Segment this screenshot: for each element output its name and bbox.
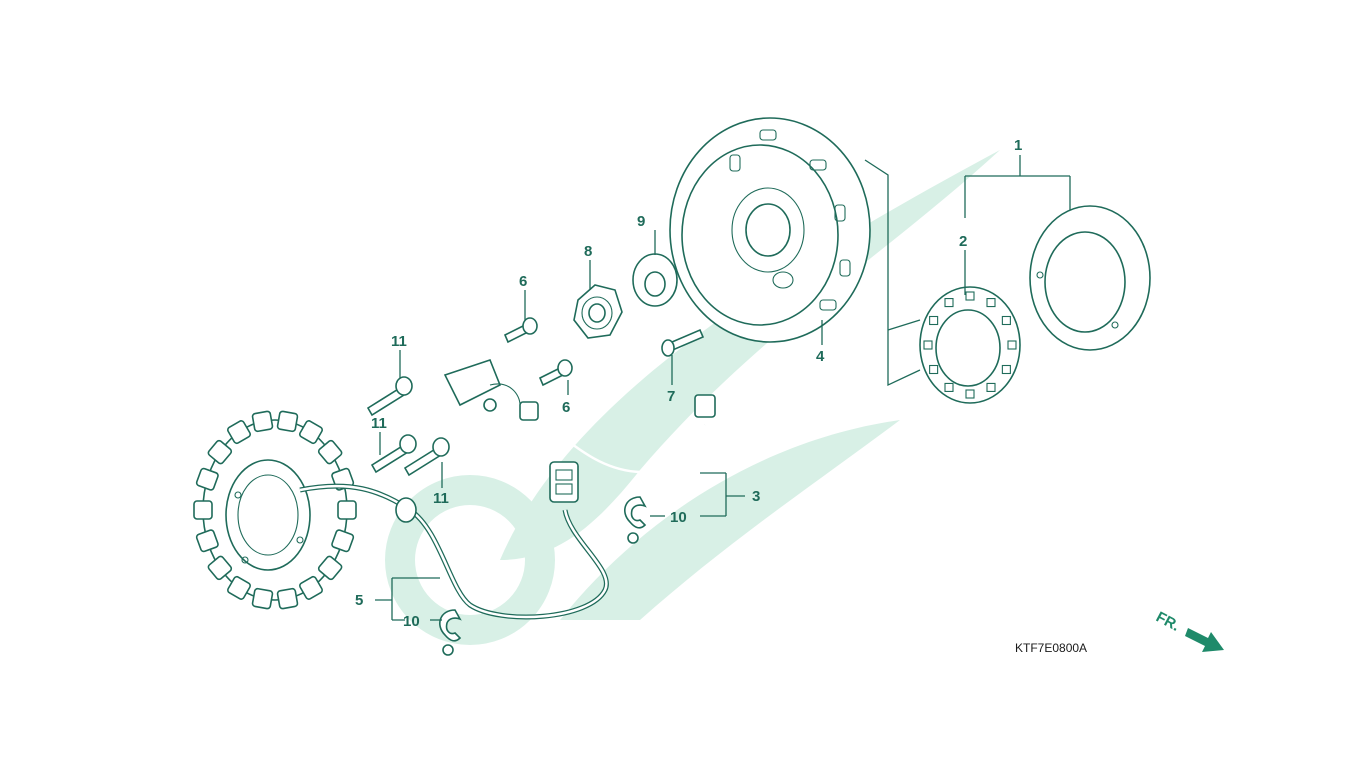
stator-coil: [331, 529, 355, 553]
clutch-roller: [965, 389, 975, 399]
clutch-roller: [986, 298, 996, 308]
callout-11-middle: 11: [371, 415, 387, 432]
clutch-roller: [929, 364, 939, 375]
callout-1: 1: [1014, 137, 1022, 154]
watermark-logo: [385, 150, 1000, 645]
clutch-roller: [944, 298, 954, 308]
bolt-11-top: [366, 376, 413, 417]
flange-nut: [573, 284, 623, 339]
stator-coil: [227, 420, 251, 445]
clutch-roller: [965, 291, 975, 301]
callout-10-lower: 10: [403, 613, 420, 630]
callout-8: 8: [584, 243, 592, 260]
bolt-11-middle: [370, 434, 417, 474]
callout-7: 7: [667, 388, 675, 405]
callout-labels: 1 2 3 4 5 6 6 7 8 9 10 10 11 11 11: [355, 137, 1022, 630]
stator-coil: [195, 529, 219, 553]
stator-coil: [195, 467, 219, 491]
stator-coil: [337, 500, 357, 520]
stator-coil: [251, 587, 274, 610]
callout-9: 9: [637, 213, 645, 230]
clutch-roller: [1001, 315, 1011, 326]
bolt-11-lower: [403, 437, 450, 477]
flywheel: [669, 117, 871, 343]
callout-5: 5: [355, 592, 363, 609]
callout-6-upper: 6: [519, 273, 527, 290]
pulser-sensor: [443, 359, 521, 412]
wire-harness-3: [519, 394, 716, 474]
front-direction-indicator: FR.: [1153, 609, 1224, 652]
leader-lines: [375, 155, 1071, 621]
bolt-6-lower: [538, 359, 573, 387]
front-direction-label: FR.: [1153, 609, 1182, 635]
clutch-roller: [1001, 364, 1011, 375]
clutch-roller: [923, 340, 933, 350]
clutch-roller: [1007, 340, 1017, 350]
stator-coil: [317, 439, 343, 465]
stator-coil: [193, 500, 213, 520]
stator-coil: [317, 555, 343, 581]
wire-harness-5: [299, 461, 609, 620]
one-way-clutch: [919, 286, 1021, 404]
washer: [632, 253, 678, 307]
diagram-code: KTF7E0800A: [1015, 641, 1087, 655]
stator-coil: [299, 420, 323, 445]
stator-coil: [207, 439, 233, 465]
stator-coil: [251, 410, 274, 433]
callout-2: 2: [959, 233, 967, 250]
clutch-roller: [929, 315, 939, 326]
stator-coil: [207, 555, 233, 581]
wire-clip-lower: [439, 609, 462, 656]
front-arrow-icon: [1185, 628, 1224, 652]
callout-6-lower: 6: [562, 399, 570, 416]
bolt-6-upper: [503, 317, 538, 344]
callout-11-top: 11: [391, 333, 407, 350]
clutch-roller: [986, 382, 996, 392]
clutch-roller: [944, 382, 954, 392]
callout-4: 4: [816, 348, 825, 365]
callout-11-lower: 11: [433, 490, 449, 507]
stator-coil: [276, 587, 299, 610]
stator: [193, 410, 357, 610]
stator-coil: [227, 575, 251, 600]
bolt-7: [661, 328, 705, 357]
callout-3: 3: [752, 488, 760, 505]
stator-coil: [276, 410, 299, 433]
starter-clutch-outer: [1029, 205, 1151, 351]
stator-coil: [299, 575, 323, 600]
callout-10-upper: 10: [670, 509, 687, 526]
wire-clip-upper: [624, 496, 647, 544]
